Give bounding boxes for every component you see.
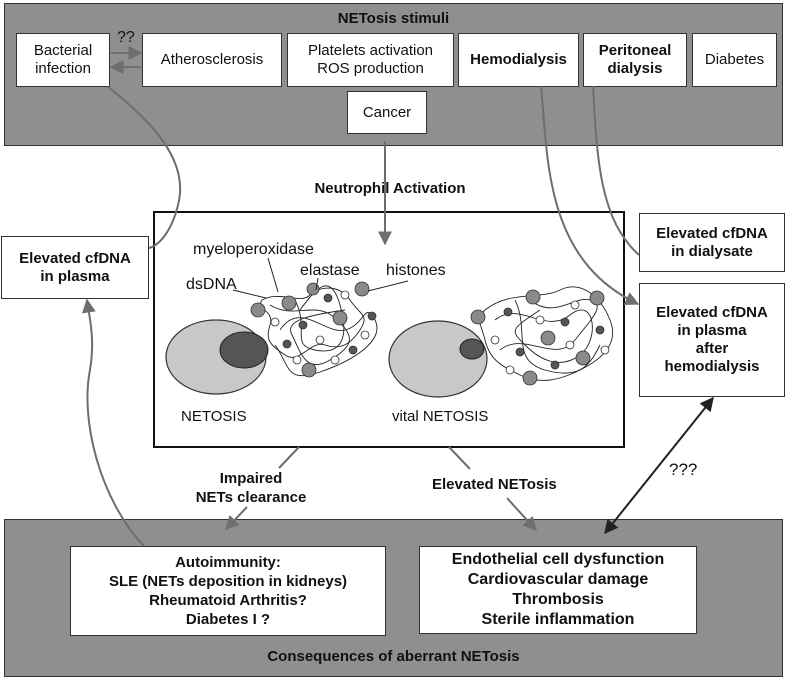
vital-neutrophil-nucleus — [459, 338, 485, 360]
peritoneal-dialysis-box: Peritoneal dialysis — [583, 33, 687, 87]
platelets-line-1: Platelets activation — [307, 42, 434, 59]
leader-dsdna — [232, 289, 267, 299]
net-granules-2 — [470, 289, 610, 386]
label-myeloperoxidase: myeloperoxidase — [193, 241, 314, 258]
arrow-hemodialysis-to-after-hd — [540, 85, 640, 305]
cfdna-dialysate-line-2: in dialysate — [671, 242, 753, 260]
impaired-line-2: NETs clearance — [195, 489, 307, 506]
cfdna-after-hd-line-2: in plasma — [677, 322, 747, 339]
stimuli-title: NETosis stimuli — [337, 10, 450, 27]
hemodialysis-box: Hemodialysis — [458, 33, 579, 87]
arrow-after-hd-endothelial — [604, 396, 714, 535]
bacterial-line-2: infection — [35, 60, 91, 77]
vital-neutrophil-cell — [388, 320, 488, 398]
endothelial-line-3: Thrombosis — [512, 591, 604, 608]
consequences-title: Consequences of aberrant NETosis — [267, 648, 520, 665]
arrow-elevated-to-endothelial — [506, 497, 537, 532]
arrow-elevated-netosis-top — [448, 446, 471, 470]
label-elastase: elastase — [300, 262, 360, 279]
cfdna-plasma-box: Elevated cfDNA in plasma — [1, 236, 149, 299]
net-web-1 — [260, 285, 378, 377]
arrow-bacterial-to-cfdna-plasma — [107, 86, 182, 249]
label-vital-netosis: vital NETOSIS — [392, 408, 489, 425]
arrow-impaired-to-autoimmunity — [225, 506, 248, 531]
uncertain-link-label: ?? — [117, 29, 135, 46]
arrow-autoimmunity-to-cfdna-plasma — [81, 298, 145, 547]
leader-histones — [367, 280, 409, 292]
impaired-clearance-label: Impaired NETs clearance — [176, 469, 326, 507]
cfdna-after-hd-line-4: hemodialysis — [664, 358, 760, 375]
cfdna-dialysate-box: Elevated cfDNA in dialysate — [639, 213, 785, 272]
platelets-line-2: ROS production — [317, 60, 424, 77]
cfdna-plasma-line-2: in plasma — [40, 267, 110, 285]
label-histones: histones — [386, 262, 446, 279]
impaired-line-1: Impaired — [219, 470, 283, 487]
peritoneal-line-2: dialysis — [607, 60, 663, 77]
neutrophil-activation-label: Neutrophil Activation — [314, 180, 466, 197]
platelets-box: Platelets activation ROS production — [287, 33, 454, 87]
endothelial-line-1: Endothelial cell dysfunction — [451, 551, 665, 568]
leader-elastase — [315, 277, 319, 291]
endothelial-line-2: Cardiovascular damage — [467, 571, 649, 588]
arrow-impaired-clearance — [278, 446, 300, 469]
label-netosis: NETOSIS — [181, 408, 247, 425]
cfdna-after-hd-line-3: after — [695, 340, 729, 357]
cancer-box: Cancer — [347, 91, 427, 134]
diabetes-box: Diabetes — [692, 33, 777, 87]
elevated-netosis-label: Elevated NETosis — [432, 476, 557, 493]
peritoneal-line-1: Peritoneal — [598, 42, 672, 59]
autoimmunity-line-1: Autoimmunity: — [175, 554, 281, 571]
net-granules-1 — [250, 281, 377, 378]
bacterial-infection-box: Bacterial infection — [16, 33, 110, 87]
atherosclerosis-box: Atherosclerosis — [142, 33, 282, 87]
autoimmunity-line-2: SLE (NETs deposition in kidneys) — [108, 573, 348, 590]
endothelial-box: Endothelial cell dysfunction Cardiovascu… — [419, 546, 697, 634]
arrow-peritoneal-to-dialysate — [592, 85, 640, 256]
leader-myeloperoxidase — [267, 257, 279, 293]
autoimmunity-line-4: Diabetes I ? — [185, 611, 271, 628]
cfdna-plasma-line-1: Elevated cfDNA — [19, 249, 131, 267]
autoimmunity-box: Autoimmunity: SLE (NETs deposition in ki… — [70, 546, 386, 636]
label-dsdna: dsDNA — [186, 276, 237, 293]
bacterial-line-1: Bacterial — [33, 42, 93, 59]
cfdna-dialysate-line-1: Elevated cfDNA — [656, 224, 768, 242]
autoimmunity-line-3: Rheumatoid Arthritis? — [149, 592, 307, 609]
cfdna-after-hd-line-1: Elevated cfDNA — [656, 304, 768, 321]
endothelial-line-4: Sterile inflammation — [481, 611, 635, 628]
cfdna-after-hd-box: Elevated cfDNA in plasma after hemodialy… — [639, 283, 785, 397]
neutrophil-nucleus — [219, 331, 269, 369]
